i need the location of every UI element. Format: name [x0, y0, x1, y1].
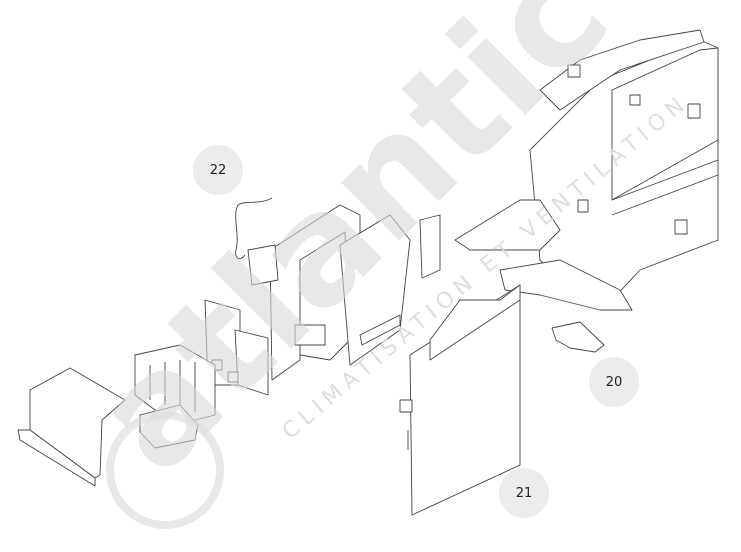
- callout-label: 22: [209, 162, 227, 178]
- callout-label: 21: [515, 485, 533, 501]
- callout-22: 22: [193, 145, 243, 195]
- part-22-wire: [235, 197, 273, 260]
- part-cover: [17, 367, 126, 487]
- callout-20: 20: [589, 357, 639, 407]
- part-chassis: [247, 204, 441, 381]
- callout-21: 21: [499, 468, 549, 518]
- callout-label: 20: [605, 374, 623, 390]
- part-20: [551, 321, 605, 353]
- part-21-board: [399, 284, 521, 516]
- part-plate: [204, 299, 269, 396]
- part-main-housing: [454, 29, 719, 311]
